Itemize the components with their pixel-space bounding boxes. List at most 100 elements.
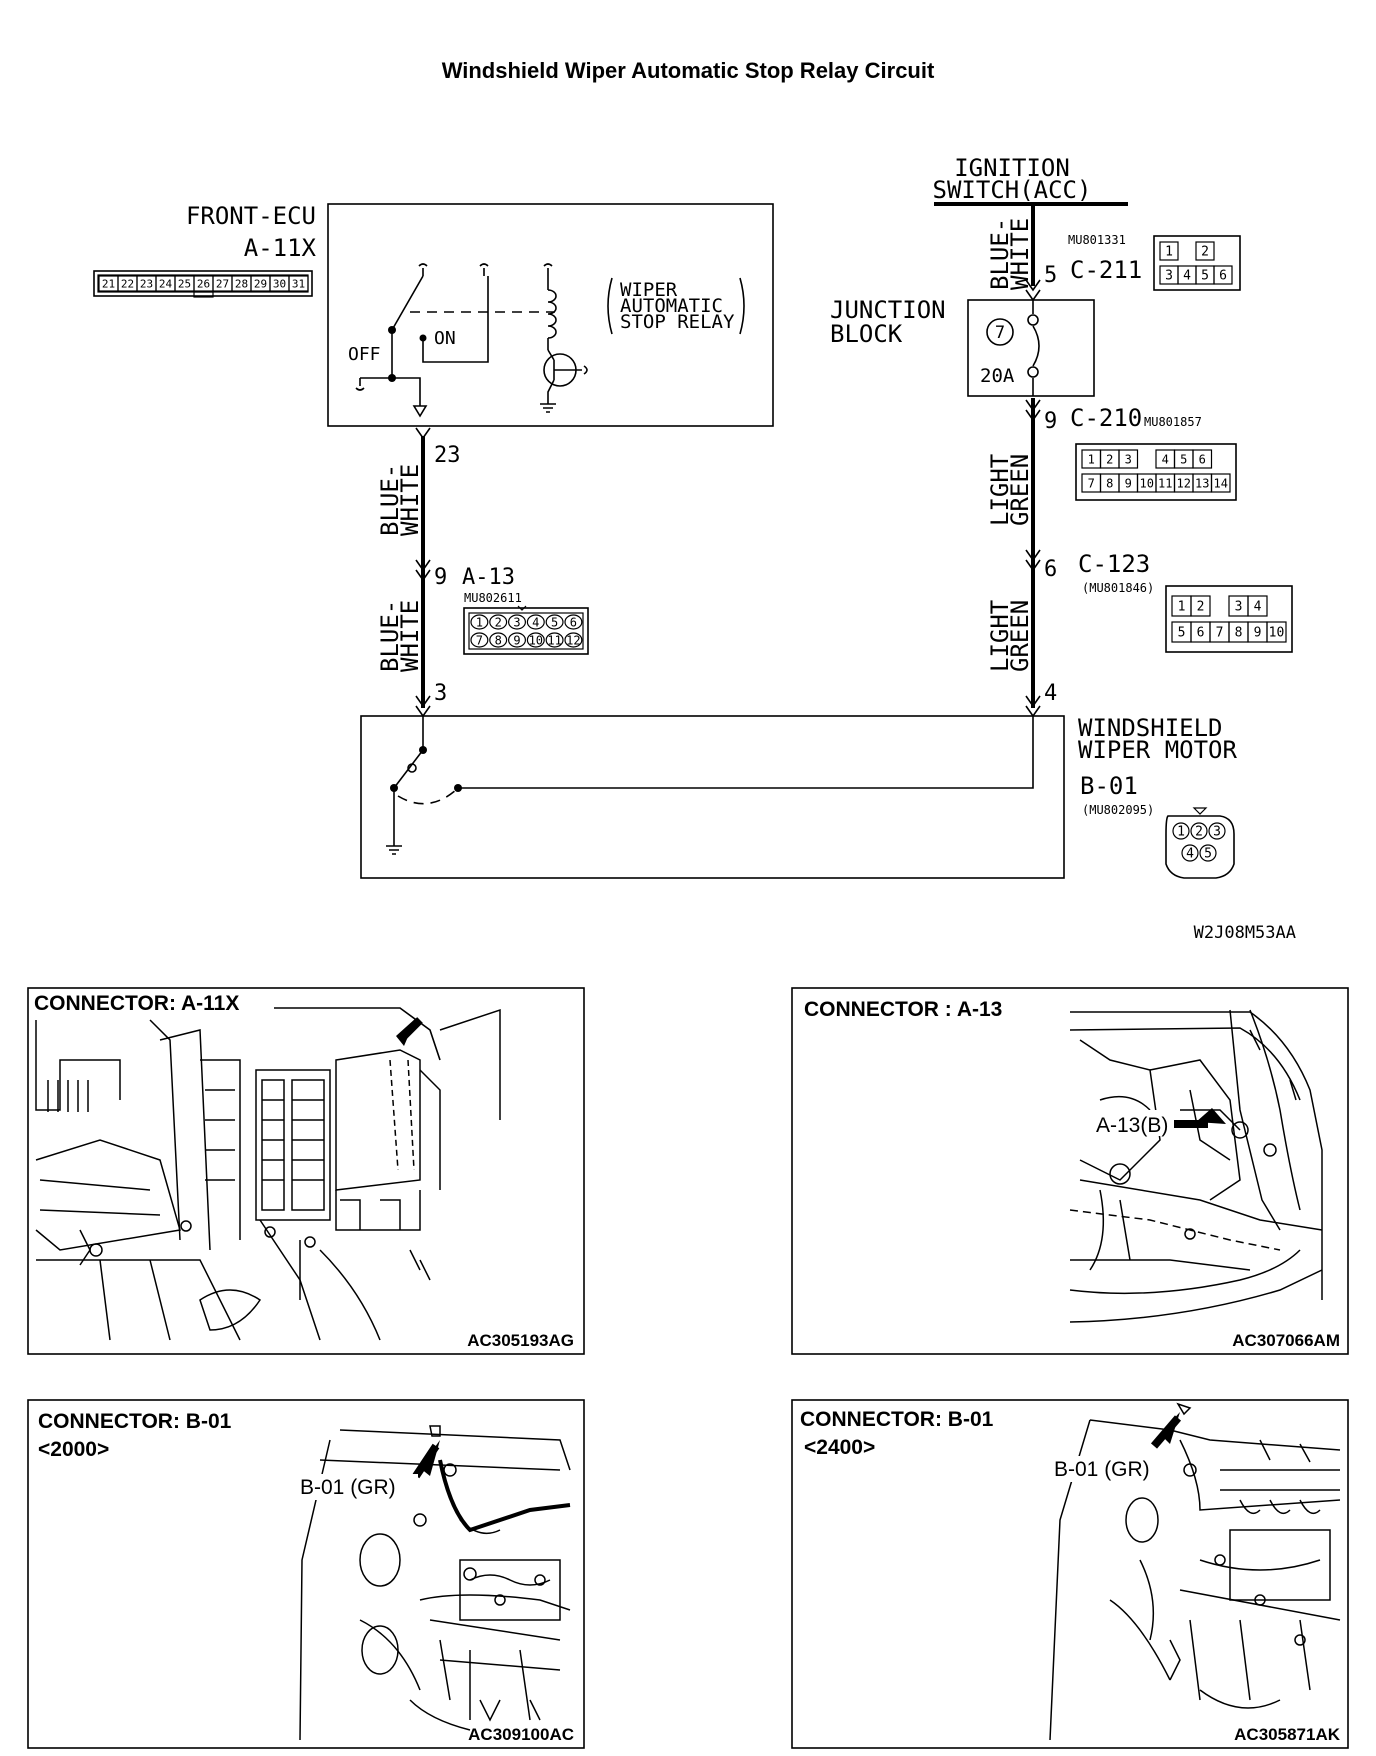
connector-pin-label: 10 <box>529 633 543 647</box>
relay-off-label: OFF <box>348 344 381 365</box>
photo-a13-callout: A-13(B) <box>1096 1114 1168 1137</box>
photo-panel-a13: A-13(B) CONNECTOR : A-13 AC307066AM <box>791 987 1349 1355</box>
connector-pin-label: 9 <box>513 633 520 647</box>
c123-name: C-123 <box>1078 550 1150 578</box>
c210-name: C-210 <box>1070 404 1142 432</box>
a13-name: A-13 <box>462 565 515 590</box>
connector-pin-label: 2 <box>1106 452 1113 466</box>
front-ecu-connector: A-11X <box>244 234 317 262</box>
connector-pin-label: 7 <box>1216 626 1224 641</box>
photo-b01-2000-callout: B-01 (GR) <box>300 1476 396 1499</box>
connector-pin-label: 7 <box>476 633 483 647</box>
svg-text:GREEN: GREEN <box>1006 600 1034 672</box>
fuse-symbol <box>1027 300 1040 396</box>
svg-text:WHITE: WHITE <box>396 464 424 536</box>
connector-pin-label: 8 <box>1235 626 1243 641</box>
c211-part: MU801331 <box>1068 233 1126 247</box>
connector-pin-label: 1 <box>1088 452 1095 466</box>
photo-b01-2400-code: AC305871AK <box>1234 1725 1341 1744</box>
wire-label-blue-white-upper: BLUE- WHITE <box>376 464 424 536</box>
connector-pin-label: 10 <box>1140 476 1154 490</box>
photo-b01-2400-subtitle: <2400> <box>804 1436 875 1459</box>
a13-part: MU802611 <box>464 591 522 605</box>
photo-b01-2400-callout: B-01 (GR) <box>1054 1458 1150 1481</box>
connector-pin-label: 3 <box>513 615 520 629</box>
connector-pin-label: 2 <box>1195 825 1203 840</box>
connector-pin-label: 8 <box>495 633 502 647</box>
photo-b01-2000-title: CONNECTOR: B-01 <box>38 1410 232 1433</box>
photo-a13-code: AC307066AM <box>1232 1331 1340 1350</box>
connector-pin-label: 3 <box>1165 269 1173 284</box>
connector-pin-label: 5 <box>1180 452 1187 466</box>
relay-label-line2: AUTOMATIC <box>620 295 723 317</box>
relay-label-line1: WIPER <box>620 279 678 301</box>
connector-pin-label: 6 <box>1199 452 1206 466</box>
connector-pin-label: 1 <box>476 615 483 629</box>
svg-text:LIGHT: LIGHT <box>986 600 1014 672</box>
connector-pin-label: 6 <box>1197 626 1205 641</box>
c123-pin: 6 <box>1044 557 1057 582</box>
c123-part: (MU801846) <box>1082 581 1154 595</box>
front-ecu-box <box>327 203 774 427</box>
motor-name-line1: WINDSHIELD <box>1078 714 1223 742</box>
connector-pin-label: 7 <box>1088 476 1095 490</box>
photo-a13-title: CONNECTOR : A-13 <box>804 998 1002 1021</box>
connector-pin-label: 3 <box>1213 825 1221 840</box>
connector-pin-label: 27 <box>216 277 229 290</box>
svg-text:WHITE: WHITE <box>1006 218 1034 290</box>
connector-pin-label: 6 <box>570 615 577 629</box>
connector-pin-label: 22 <box>121 277 134 290</box>
connector-pin-label: 8 <box>1106 476 1113 490</box>
connector-pin-label: 28 <box>235 277 248 290</box>
photo-a11x-code: AC305193AG <box>467 1331 574 1350</box>
svg-text:WHITE: WHITE <box>396 600 424 672</box>
junction-line2: BLOCK <box>830 320 903 348</box>
connector-pin-label: 25 <box>178 277 191 290</box>
junction-line1: JUNCTION <box>830 296 946 324</box>
wire-label-light-green-lower: LIGHT GREEN <box>986 600 1034 672</box>
connector-pin-label: 24 <box>159 277 173 290</box>
pin-ecu-out: 23 <box>434 443 461 468</box>
connector-pin-label: 2 <box>1197 600 1205 615</box>
relay-label: WIPER AUTOMATIC STOP RELAY <box>607 277 745 335</box>
connector-pin-label: 3 <box>1235 600 1243 615</box>
photo-panel-b01-2000: B-01 (GR) CONNECTOR: B-01 <2000> AC30910… <box>27 1399 585 1749</box>
connector-pin-label: 4 <box>1183 269 1191 284</box>
svg-text:BLUE-: BLUE- <box>986 218 1014 290</box>
pin-motor-left: 3 <box>434 681 447 706</box>
connector-pin-label: 31 <box>292 277 305 290</box>
connector-pin-label: 3 <box>1125 452 1132 466</box>
photo-a11x-title: CONNECTOR: A-11X <box>34 992 239 1015</box>
connector-pin-label: 9 <box>1125 476 1132 490</box>
fuse-rating: 20A <box>980 365 1015 387</box>
c211-name: C-211 <box>1070 256 1142 284</box>
motor-internal-switch <box>386 716 1034 855</box>
front-ecu-name: FRONT-ECU <box>186 202 316 230</box>
connector-pin-label: 1 <box>1178 600 1186 615</box>
photo-panel-a11x: CONNECTOR: A-11X AC305193AG <box>27 987 585 1355</box>
wire-label-blue-white-lower: BLUE- WHITE <box>376 600 424 672</box>
connector-pin-label: 1 <box>1165 245 1173 260</box>
connector-pin-label: 21 <box>102 277 115 290</box>
c210-pin: 9 <box>1044 409 1057 434</box>
connector-pin-label: 6 <box>1219 269 1227 284</box>
b01-part: (MU802095) <box>1082 803 1154 817</box>
motor-name-line2: WIPER MOTOR <box>1078 736 1237 764</box>
junction-block-box <box>967 299 1095 397</box>
connector-pin-label: 13 <box>1195 476 1209 490</box>
wire-label-light-green-upper: LIGHT GREEN <box>986 454 1034 526</box>
pin-motor-right: 4 <box>1044 681 1057 706</box>
b01-name: B-01 <box>1080 772 1138 800</box>
connector-pin-label: 11 <box>1158 476 1172 490</box>
connector-pin-label: 2 <box>495 615 502 629</box>
svg-text:BLUE-: BLUE- <box>376 464 404 536</box>
wiper-motor-box <box>360 715 1065 879</box>
connector-pin-label: 30 <box>273 277 286 290</box>
photo-b01-2400-title: CONNECTOR: B-01 <box>800 1408 994 1431</box>
connector-pin-label: 26 <box>197 277 210 290</box>
svg-text:LIGHT: LIGHT <box>986 454 1014 526</box>
